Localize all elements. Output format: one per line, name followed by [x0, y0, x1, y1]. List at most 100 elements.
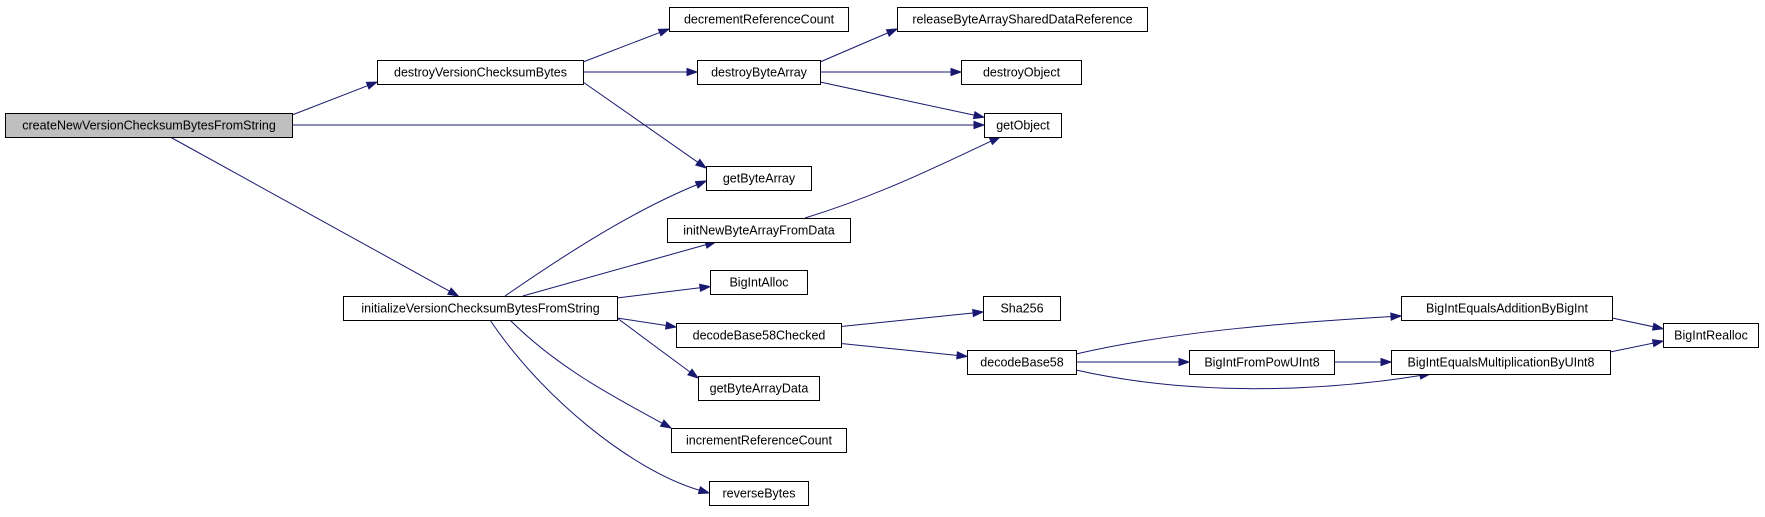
node-box [669, 7, 849, 32]
node-reverse-bytes[interactable]: reverseBytes [709, 481, 809, 506]
edge-line [169, 136, 451, 293]
node-sha256[interactable]: Sha256 [983, 296, 1061, 321]
edge-destroy-version-checksum-bytes-to-get-byte-array [582, 81, 708, 169]
edge-line [582, 81, 699, 164]
arrowhead-icon [1178, 357, 1191, 367]
node-label: initNewByteArrayFromData [683, 224, 834, 238]
node-box [1401, 296, 1613, 321]
node-box [697, 60, 821, 85]
node-label: BigIntEqualsMultiplicationByUInt8 [1408, 356, 1595, 370]
edge-initialize-version-checksum-bytes-from-string-to-reverse-bytes [489, 319, 711, 495]
arrowhead-icon [885, 28, 899, 38]
node-label: BigIntRealloc [1674, 329, 1748, 343]
edge-line [616, 317, 668, 327]
node-label: reverseBytes [723, 487, 796, 501]
arrowhead-icon [686, 67, 699, 77]
node-box [377, 60, 584, 85]
arrowhead-icon [973, 120, 986, 130]
edge-decode-base58-checked-to-sha256 [840, 308, 985, 327]
arrowhead-icon [1380, 357, 1393, 367]
edge-destroy-byte-array-to-destroy-object [820, 67, 963, 77]
node-big-int-equals-multiplication-by-u-int8[interactable]: BigIntEqualsMultiplicationByUInt8 [1391, 350, 1611, 375]
edge-initialize-version-checksum-bytes-from-string-to-increment-reference-count [509, 319, 673, 429]
edge-line [1609, 342, 1655, 353]
edge-decode-base58-checked-to-decode-base58 [840, 343, 969, 360]
arrowhead-icon [687, 368, 700, 379]
arrowhead-icon [972, 308, 985, 318]
edge-create-new-version-checksum-bytes-from-string-to-initialize-version-checksum-bytes-from-string [169, 136, 460, 297]
edge-big-int-equals-multiplication-by-u-int8-to-big-int-realloc [1609, 339, 1665, 353]
node-box [961, 60, 1082, 85]
arrowhead-icon [697, 486, 711, 495]
edge-line [582, 31, 661, 63]
node-increment-reference-count[interactable]: incrementReferenceCount [671, 428, 847, 453]
node-box [1189, 350, 1335, 375]
edge-line [489, 319, 701, 491]
edge-initialize-version-checksum-bytes-from-string-to-decode-base58-checked [616, 317, 678, 330]
arrowhead-icon [659, 419, 673, 429]
node-label: destroyByteArray [711, 66, 808, 80]
edge-destroy-version-checksum-bytes-to-destroy-byte-array [583, 67, 699, 77]
edge-big-int-equals-addition-by-big-int-to-big-int-realloc [1611, 317, 1665, 331]
edge-line [616, 287, 702, 299]
edge-initialize-version-checksum-bytes-from-string-to-big-int-alloc [616, 283, 712, 299]
node-initialize-version-checksum-bytes-from-string[interactable]: initializeVersionChecksumBytesFromString [343, 296, 618, 321]
arrowhead-icon [699, 283, 712, 292]
node-label: destroyObject [983, 66, 1061, 80]
node-big-int-realloc[interactable]: BigIntRealloc [1663, 323, 1759, 348]
node-box [710, 270, 808, 295]
node-label: incrementReferenceCount [686, 434, 832, 448]
arrowhead-icon [694, 158, 708, 169]
node-box [676, 323, 842, 348]
edge-big-int-from-pow-u-int8-to-big-int-equals-multiplication-by-u-int8 [1334, 357, 1393, 367]
node-label: decrementReferenceCount [684, 13, 835, 27]
node-label: BigIntEqualsAdditionByBigInt [1426, 302, 1588, 316]
edge-line [1075, 316, 1393, 355]
edge-decode-base58-to-big-int-equals-addition-by-big-int [1075, 312, 1403, 355]
edge-destroy-version-checksum-bytes-to-decrement-reference-count [582, 28, 671, 63]
arrowhead-icon [972, 110, 986, 120]
node-label: initializeVersionChecksumBytesFromString [361, 302, 599, 316]
node-decode-base58-checked[interactable]: decodeBase58Checked [676, 323, 842, 348]
nodes-layer: createNewVersionChecksumBytesFromString d… [5, 7, 1759, 506]
arrowhead-icon [1651, 339, 1665, 348]
edge-initialize-version-checksum-bytes-from-string-to-get-byte-array-data [616, 317, 700, 379]
node-label: releaseByteArraySharedDataReference [912, 13, 1132, 27]
node-label: createNewVersionChecksumBytesFromString [22, 119, 276, 133]
node-get-byte-array[interactable]: getByteArray [706, 166, 812, 191]
edge-line [504, 183, 698, 297]
edge-line [1611, 317, 1655, 328]
edges-layer [169, 28, 1665, 495]
node-get-object[interactable]: getObject [984, 113, 1062, 138]
node-big-int-equals-addition-by-big-int[interactable]: BigIntEqualsAdditionByBigInt [1401, 296, 1613, 321]
arrowhead-icon [694, 180, 708, 189]
node-label: getObject [996, 119, 1050, 133]
node-box [1663, 323, 1759, 348]
node-big-int-alloc[interactable]: BigIntAlloc [710, 270, 808, 295]
arrowhead-icon [657, 28, 671, 37]
node-destroy-version-checksum-bytes[interactable]: destroyVersionChecksumBytes [377, 60, 584, 85]
node-box [897, 7, 1148, 32]
node-label: getByteArrayData [710, 382, 809, 396]
edge-line [616, 317, 692, 374]
node-box [706, 166, 812, 191]
edge-line [840, 343, 959, 356]
edge-line [819, 32, 889, 63]
node-destroy-object[interactable]: destroyObject [961, 60, 1082, 85]
node-create-new-version-checksum-bytes-from-string[interactable]: createNewVersionChecksumBytesFromString [5, 113, 293, 138]
node-decode-base58[interactable]: decodeBase58 [967, 350, 1077, 375]
node-get-byte-array-data[interactable]: getByteArrayData [698, 376, 820, 401]
edge-decode-base58-to-big-int-from-pow-u-int8 [1076, 357, 1191, 367]
edge-line [509, 319, 664, 425]
edge-line [522, 243, 708, 297]
node-destroy-byte-array[interactable]: destroyByteArray [697, 60, 821, 85]
node-init-new-byte-array-from-data[interactable]: initNewByteArrayFromData [667, 218, 851, 243]
edge-create-new-version-checksum-bytes-from-string-to-destroy-version-checksum-bytes [291, 81, 379, 116]
node-box [671, 428, 847, 453]
node-release-byte-array-shared-data-reference[interactable]: releaseByteArraySharedDataReference [897, 7, 1148, 32]
node-label: BigIntFromPowUInt8 [1204, 356, 1319, 370]
node-decrement-reference-count[interactable]: decrementReferenceCount [669, 7, 849, 32]
node-big-int-from-pow-u-int8[interactable]: BigIntFromPowUInt8 [1189, 350, 1335, 375]
arrowhead-icon [956, 351, 969, 360]
